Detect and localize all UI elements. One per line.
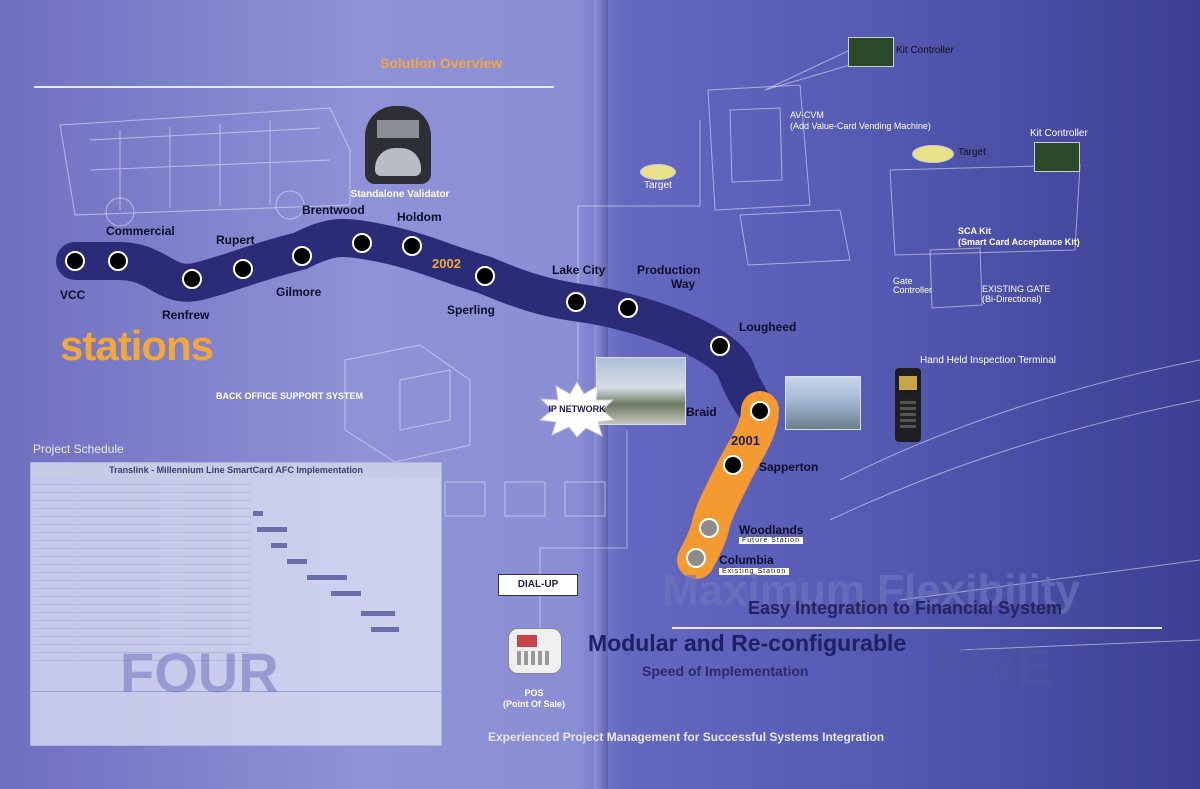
station-label-way: Way [671, 277, 696, 291]
station-dot-vcc [65, 251, 85, 271]
modular-heading: Modular and Re-configurable [588, 630, 907, 656]
station-dot-sperling [475, 266, 495, 286]
sca-kit-label-line2: (Smart Card Acceptance Kit) [958, 237, 1080, 247]
gantt-grid [31, 477, 441, 677]
route-2001-segment [677, 391, 779, 579]
target-label-1: Target [644, 180, 672, 191]
schedule-title: Translink - Millennium Line SmartCard AF… [31, 463, 441, 477]
target-icon-1 [640, 164, 676, 180]
station-dot-gilmore [292, 246, 312, 266]
pos-terminal-icon [508, 628, 562, 674]
existing-gate-line1: EXISTING GATE [982, 284, 1051, 294]
five-watermark: FIVE [936, 639, 1052, 697]
station-label-production: Production [637, 263, 701, 277]
easy-integration-text: Easy Integration to Financial System [748, 598, 1063, 618]
four-watermark: FOUR [120, 641, 279, 704]
station-dot-woodlands [699, 518, 719, 538]
pos-label-line1: POS [524, 688, 544, 698]
avcvm-label-line2: (Add Value-Card Vending Machine) [790, 121, 931, 131]
max-flexibility-heading: Maximum Flexibility [662, 566, 1081, 615]
kit-controller-label-1: Kit Controller [896, 45, 954, 56]
station-dot-braid [750, 401, 770, 421]
future-station-tag: Future Station [739, 537, 803, 544]
station-label-sapperton: Sapperton [759, 460, 819, 474]
station-dot-brentwood [352, 233, 372, 253]
existing-gate-line2: (Bi-Directional) [982, 294, 1042, 304]
station-dot-commercial [108, 251, 128, 271]
station-dot-lougheed [710, 336, 730, 356]
dial-up-box: DIAL-UP [498, 574, 578, 596]
station-label-lougheed: Lougheed [739, 320, 797, 334]
avcvm-label-line1: AV-CVM [790, 110, 824, 120]
station-dot-renfrew [182, 269, 202, 289]
station-dot-rupert [233, 259, 253, 279]
back-office-label: BACK OFFICE SUPPORT SYSTEM [216, 391, 364, 401]
validator-device [365, 106, 431, 184]
ip-network-burst [538, 381, 616, 438]
target-icon-2 [912, 145, 954, 163]
station-label-holdom: Holdom [397, 210, 442, 224]
station-label-rupert: Rupert [216, 233, 255, 247]
sapperton-station-photo [785, 376, 861, 430]
handheld-label: Hand Held Inspection Terminal [920, 355, 1057, 366]
kit-controller-label-2: Kit Controller [1030, 128, 1088, 139]
station-dot-columbia [686, 548, 706, 568]
year-2002-label: 2002 [432, 256, 461, 271]
station-label-braid: Braid [686, 405, 717, 419]
station-dot-sapperton [723, 455, 743, 475]
gate-controller-line2: Controller [893, 285, 933, 295]
footer-tagline: Experienced Project Management for Succe… [488, 730, 885, 744]
speed-text: Speed of Implementation [642, 663, 809, 679]
section-title: Solution Overview [380, 55, 503, 71]
header-rule [34, 86, 554, 88]
pos-label-line2: (Point Of Sale) [502, 699, 565, 709]
project-schedule-gantt: Translink - Millennium Line SmartCard AF… [30, 462, 442, 746]
stations-heading: stations [60, 322, 214, 369]
station-dot-production-way [618, 298, 638, 318]
station-label-commercial: Commercial [106, 224, 175, 238]
station-label-vcc: VCC [60, 288, 86, 302]
station-label-sperling: Sperling [447, 303, 496, 317]
year-2001-label: 2001 [731, 433, 760, 448]
station-label-lake-city: Lake City [552, 263, 606, 277]
ip-network-label: IP NETWORK [548, 404, 606, 414]
gate-controller-line1: Gate [893, 276, 913, 286]
validator-label: Standalone Validator [350, 189, 450, 200]
handheld-terminal-icon [895, 368, 921, 442]
kit-controller-board-1 [848, 37, 894, 67]
station-label-brentwood: Brentwood [302, 203, 365, 217]
sca-kit-label-line1: SCA Kit [958, 226, 992, 236]
station-label-columbia: Columbia [719, 553, 774, 567]
station-dot-lake-city [566, 292, 586, 312]
station-label-gilmore: Gilmore [276, 285, 322, 299]
schedule-caption: Project Schedule [33, 442, 124, 456]
station-label-woodlands: Woodlands [739, 523, 804, 537]
station-label-renfrew: Renfrew [162, 308, 210, 322]
existing-station-tag: Existing Station [719, 568, 790, 575]
braid-station-photo [596, 357, 686, 425]
station-dot-holdom [402, 236, 422, 256]
kit-controller-board-2 [1034, 142, 1080, 172]
target-label-2: Target [958, 147, 986, 158]
five-rule [672, 627, 1162, 629]
